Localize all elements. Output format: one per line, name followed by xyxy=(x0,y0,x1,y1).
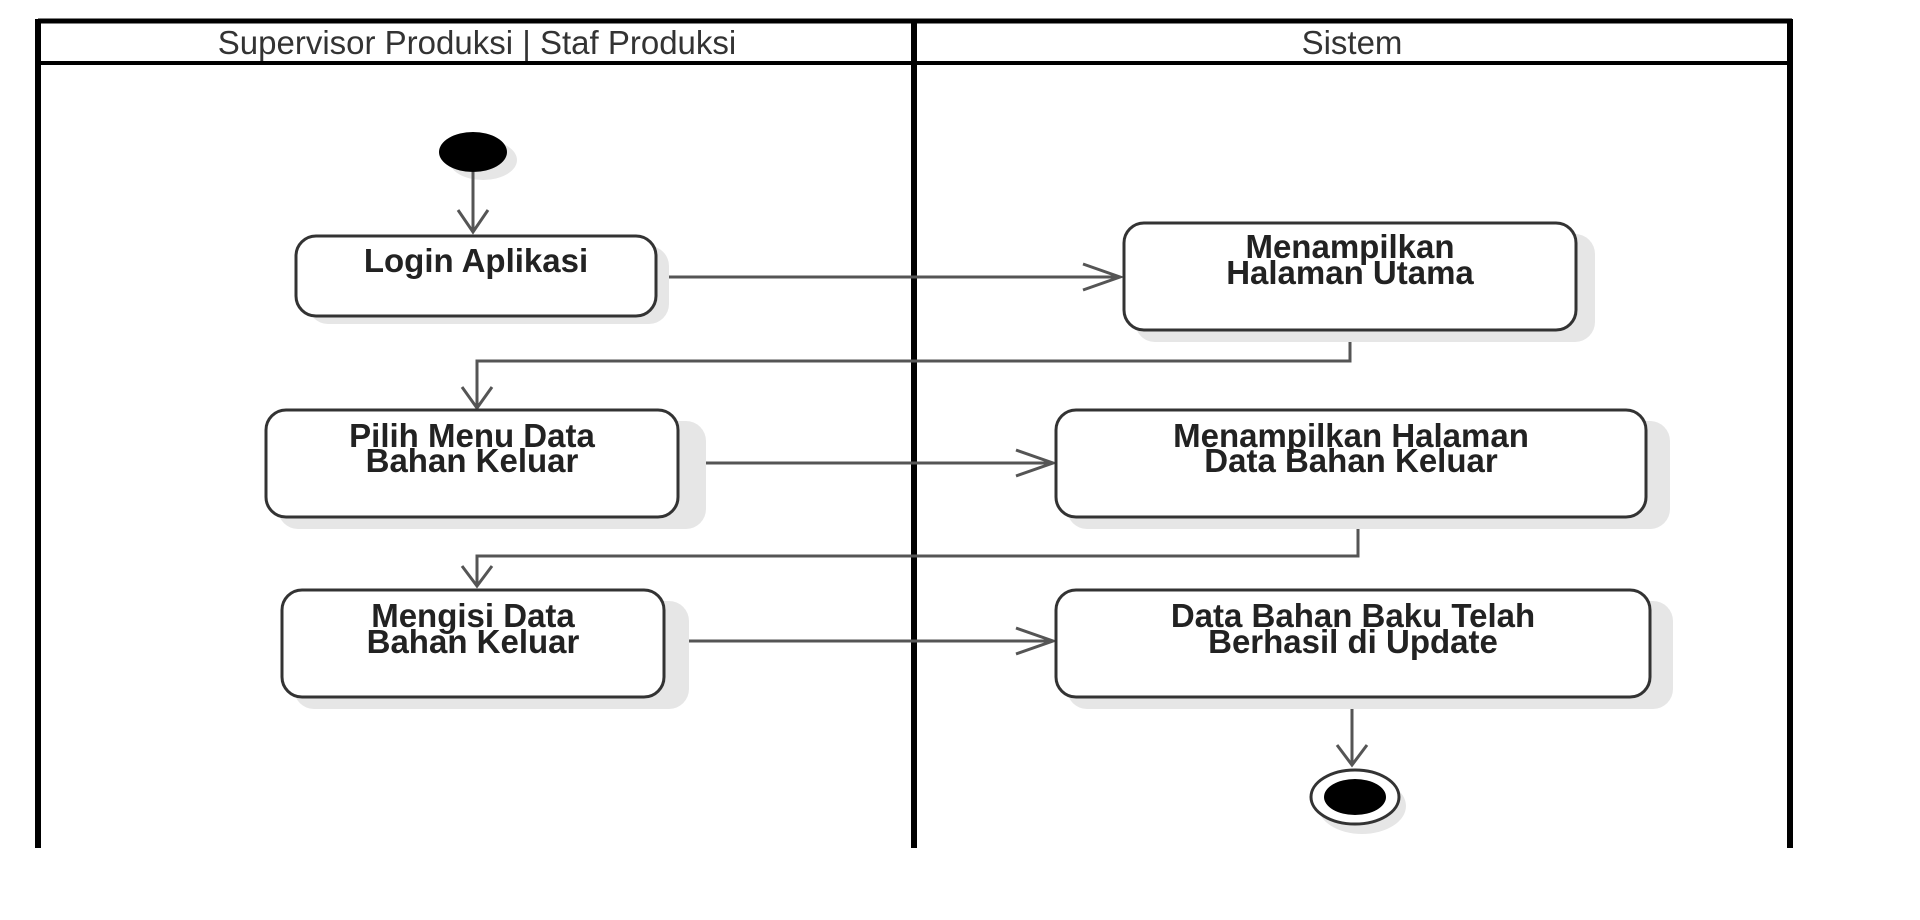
activity-label: Menampilkan Halaman xyxy=(1173,417,1529,454)
activity-pilih-menu: Pilih Menu Data Bahan Keluar xyxy=(264,408,706,529)
activity-mengisi-data: Mengisi Data Bahan Keluar xyxy=(280,588,689,709)
activity-label: Data Bahan Keluar xyxy=(1204,442,1498,479)
activity-label: Mengisi Data xyxy=(371,597,575,634)
activity-label: Login Aplikasi xyxy=(364,242,588,279)
activity-label: Menampilkan xyxy=(1245,228,1454,265)
activity-login: Login Aplikasi xyxy=(294,234,669,324)
lane-title-user: Supervisor Produksi | Staf Produksi xyxy=(218,24,736,61)
activity-label: Bahan Keluar xyxy=(366,442,579,479)
lane-title-system: Sistem xyxy=(1302,24,1403,61)
activity-halaman-utama: Menampilkan Halaman Utama xyxy=(1122,221,1595,342)
activity-halaman-data: Menampilkan Halaman Data Bahan Keluar xyxy=(1054,408,1670,529)
end-node xyxy=(1309,768,1406,834)
swimlane-frame xyxy=(35,18,1793,848)
activity-berhasil-update: Data Bahan Baku Telah Berhasil di Update xyxy=(1054,588,1673,709)
activity-label: Berhasil di Update xyxy=(1208,623,1498,660)
flow-arrows xyxy=(456,172,1369,768)
start-node xyxy=(439,132,517,180)
arrow-halaman-utama-to-pilih-menu xyxy=(475,330,1352,408)
activity-label: Data Bahan Baku Telah xyxy=(1171,597,1535,634)
activity-label: Pilih Menu Data xyxy=(349,417,595,454)
activity-label: Bahan Keluar xyxy=(367,623,580,660)
arrow-halaman-data-to-mengisi-data xyxy=(475,518,1360,586)
activity-label: Halaman Utama xyxy=(1226,254,1474,291)
